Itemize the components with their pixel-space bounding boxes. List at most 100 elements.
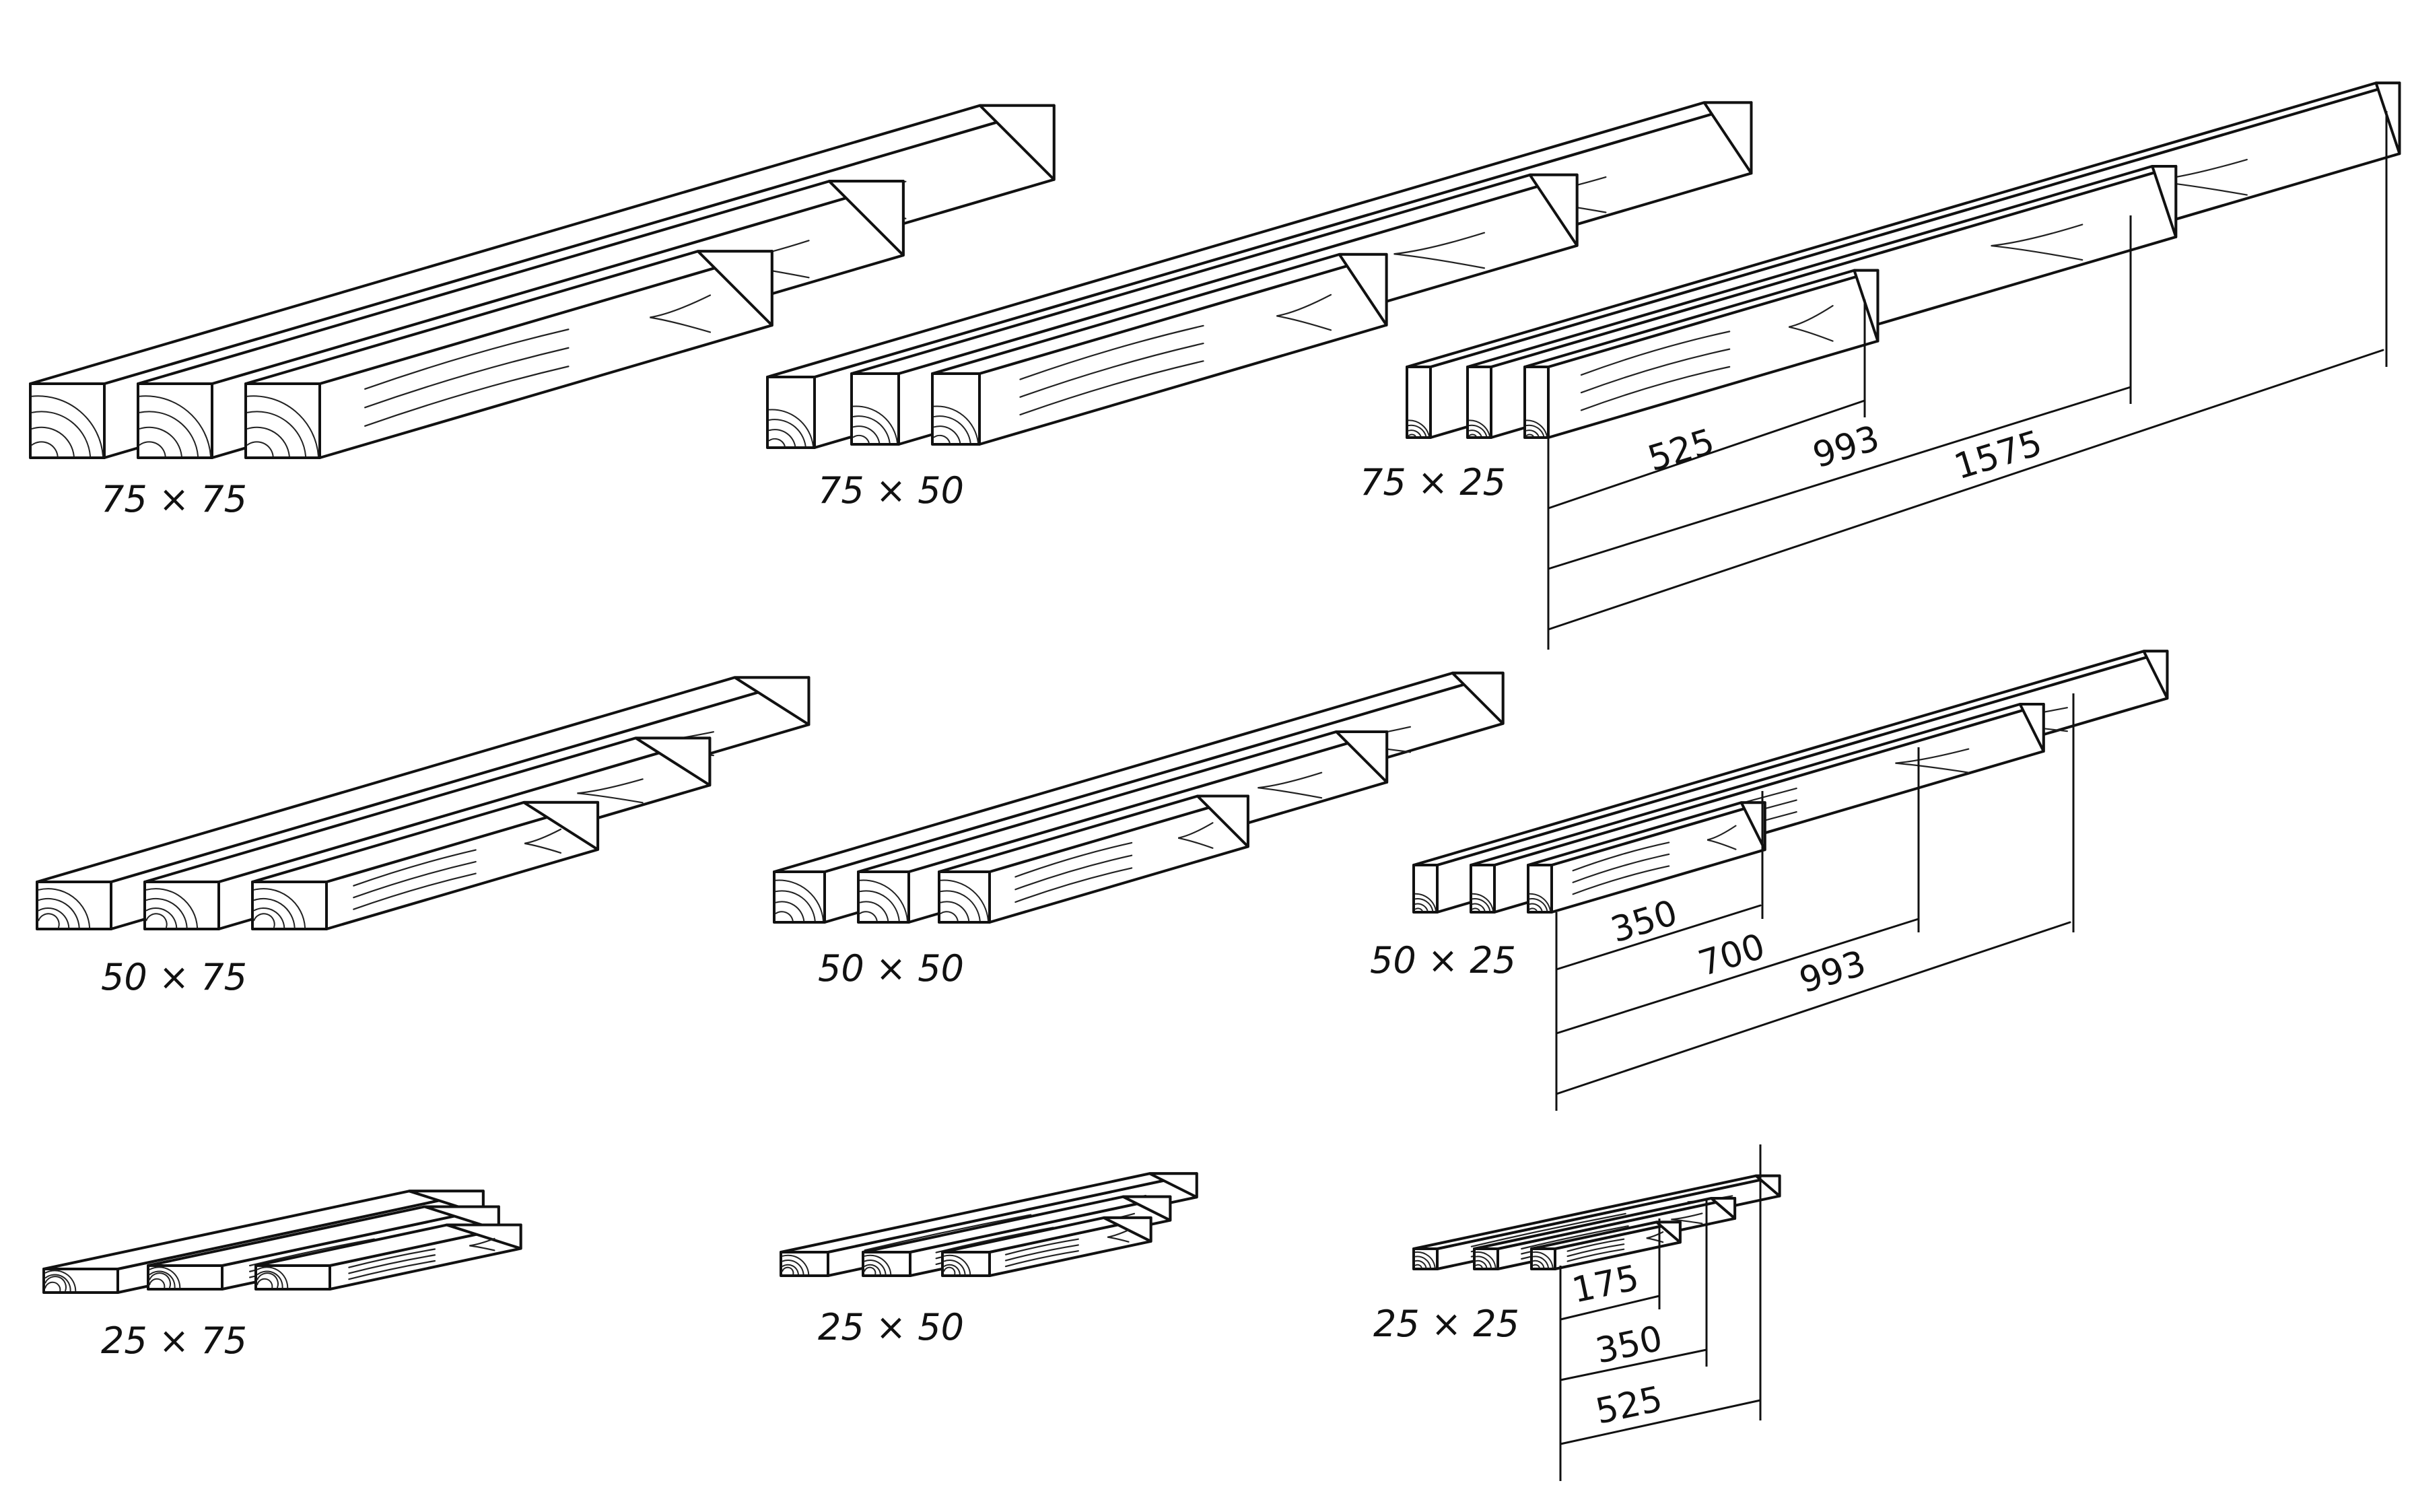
beam-75x75-short-grain [364,329,570,390]
beam-75x75-short [244,250,773,459]
beam-75x50-short-end-grain [933,415,971,444]
beam-75x50-medium-end-face [850,372,900,446]
beam-50x25-medium-figure-grain [1895,748,1970,774]
dimension-text-350b: 350 [1592,1318,1666,1371]
dimension-line-700 [1555,918,1920,1035]
beam-25x50-medium-end-grain [864,1266,876,1275]
beam-25x25-short-end-face [1530,1247,1556,1270]
beam-75x75-medium-end-grain [139,441,166,457]
size-label-25x75: 25 × 75 [101,1319,247,1362]
beam-75x75-long-end-grain [31,395,104,457]
beam-25x50-long-end-grain [782,1260,804,1275]
beam-75x25-medium-end-grain [1468,429,1482,437]
beam-50x75-medium-end-face [143,881,220,930]
dimension-line-525b [1559,1399,1762,1445]
beam-25x50-long-end-grain [782,1254,810,1275]
beam-50x75-short-figure-grain [524,828,562,854]
beam-50x50-medium-far-end [1335,730,1389,784]
beam-50x50-short-end-grain [940,911,959,922]
beam-75x50-long-end-face [766,376,816,449]
beam-50x25-long-end-grain [1414,907,1423,912]
beam-25x75-short [254,1223,522,1291]
beam-75x50-short-grain [1019,324,1204,380]
beam-50x25-short-end-grain [1529,903,1543,912]
beam-50x75-short-grain [353,849,477,887]
beam-75x25-long-end-grain [1408,434,1416,437]
beam-50x50-long-end-face [773,870,826,924]
beam-75x50-long-end-grain [768,409,814,447]
dimension-line-350b [1559,1348,1708,1381]
beam-25x75-short-end-face [254,1264,331,1291]
beam-25x75-short-end-grain [256,1270,283,1288]
beam-75x25-short-end-grain [1525,419,1548,437]
beam-75x25-long-end-grain [1408,424,1427,437]
beam-75x25-short-end-grain [1525,434,1534,437]
beam-50x50-medium-end-grain [859,890,900,922]
beam-25x50-short [941,1216,1152,1277]
beam-75x50-medium-end-grain [852,405,898,444]
beam-75x75-short-grain [364,366,570,427]
beam-50x75-short-end-grain [253,897,296,928]
beam-25x75-long-end-face [42,1268,119,1294]
beam-25x50-long-end-grain [782,1266,794,1275]
beam-75x75-short-grain [364,347,570,409]
beam-75x25-short-grain [1580,348,1731,394]
beam-50x50-short-grain [1014,841,1133,878]
beam-50x50-medium-end-grain [859,901,889,922]
beam-25x75-long-end-grain [44,1276,67,1292]
beam-75x25-medium-end-grain [1468,424,1488,437]
beam-25x25-medium-end-grain [1475,1264,1483,1268]
beam-50x75-short-grain [353,860,477,899]
beam-25x50-medium-end-grain [864,1254,892,1275]
beam-50x75-long-end-grain [38,897,80,928]
beam-25x50-medium-end-grain [864,1264,881,1275]
beam-25x50-short-far-end [1102,1216,1152,1243]
dimension-set-25x25: 175 350 525 [1559,1144,1762,1481]
beam-75x75-medium-end-grain [139,395,211,457]
beam-25x50-medium-end-grain [864,1260,887,1275]
beam-25x25-long-far-end [1754,1174,1781,1198]
size-label-25x25: 25 × 25 [1373,1303,1519,1345]
dimension-text-525: 525 [1643,421,1719,479]
beam-25x50-medium-end-face [862,1251,911,1277]
beam-50x25-medium-far-end [2018,703,2045,753]
beam-75x25-short-grain [1580,366,1731,411]
beam-50x25-medium-end-grain [1472,893,1494,912]
beam-50x50-short-end-grain [940,901,970,922]
beam-75x50-long-far-end [1702,101,1753,175]
beam-25x25-medium-end-grain [1475,1251,1496,1268]
beam-50x25-medium-end-grain [1472,907,1480,912]
dimension-line-525 [1547,399,1866,510]
beam-75x25-short-grain [1580,331,1731,376]
beam-50x50-long-end-grain [775,879,824,922]
beam-25x25-long-end-grain [1414,1264,1422,1268]
beam-75x50-medium-end-grain [852,415,891,444]
beam-25x25-medium-figure-grain [1671,1212,1703,1225]
beam-50x50-short-grain [1014,854,1133,891]
beam-50x25-short-grain [1572,865,1670,895]
beam-50x50-short [938,794,1249,924]
beam-25x75-short-grain [348,1248,436,1268]
beam-25x50-short-figure-grain [1107,1229,1130,1243]
beam-50x75-medium-end-grain [145,888,199,928]
beam-50x25-short [1527,801,1766,914]
beam-50x75-medium-figure-grain [577,778,644,804]
beam-25x75-long-end-grain [44,1281,61,1292]
beam-50x75-medium-end-grain [145,897,188,928]
beam-75x75-short-end-face [244,382,321,459]
beam-75x75-short-end-grain [246,426,290,457]
beam-75x75-long-end-grain [31,411,92,457]
beam-50x25-short-far-end [1739,801,1766,852]
beam-50x75-short-far-end [522,800,600,851]
beam-50x75-long-end-face [36,881,112,930]
beam-75x75-medium-end-grain [139,426,182,457]
beam-50x25-medium-end-grain [1472,903,1486,912]
beam-25x50-long-end-face [780,1251,829,1277]
beam-25x25-long-end-grain [1414,1251,1436,1268]
beam-75x50-short-end-face [931,372,981,446]
size-label-75x25: 75 × 25 [1360,461,1506,504]
beam-25x25-short-grain [1566,1248,1625,1262]
beam-75x75-short-figure-grain [650,294,712,333]
dimension-line-175 [1559,1295,1661,1321]
beam-50x75-long-far-end [733,676,811,726]
